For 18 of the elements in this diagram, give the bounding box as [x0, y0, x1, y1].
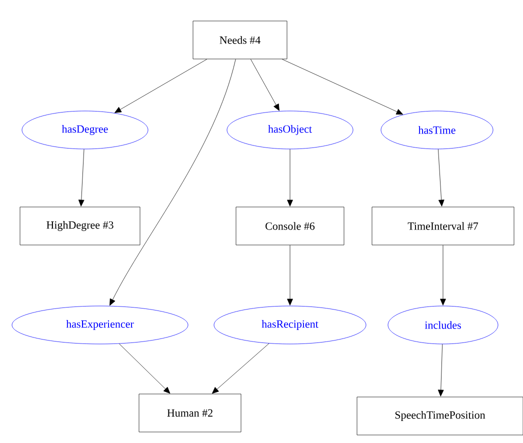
arrow — [438, 148, 444, 206]
entity-box: Console #6 — [236, 206, 344, 246]
arrow — [287, 244, 293, 306]
arrow — [287, 148, 293, 206]
entity-box: SpeechTimePosition — [356, 396, 523, 436]
entity-box: Needs #4 — [192, 20, 288, 60]
arrow — [250, 58, 280, 111]
arrow — [438, 344, 444, 396]
arrow — [212, 343, 270, 394]
entity-box: Human #2 — [138, 394, 242, 432]
arrow — [114, 58, 208, 113]
entity-box: TimeInterval #7 — [372, 206, 514, 246]
arrow — [440, 244, 446, 306]
arrow — [118, 344, 170, 394]
arrow — [78, 148, 84, 206]
arrow — [110, 58, 236, 306]
arrow — [282, 58, 404, 115]
entity-box: HighDegree #3 — [20, 206, 140, 246]
